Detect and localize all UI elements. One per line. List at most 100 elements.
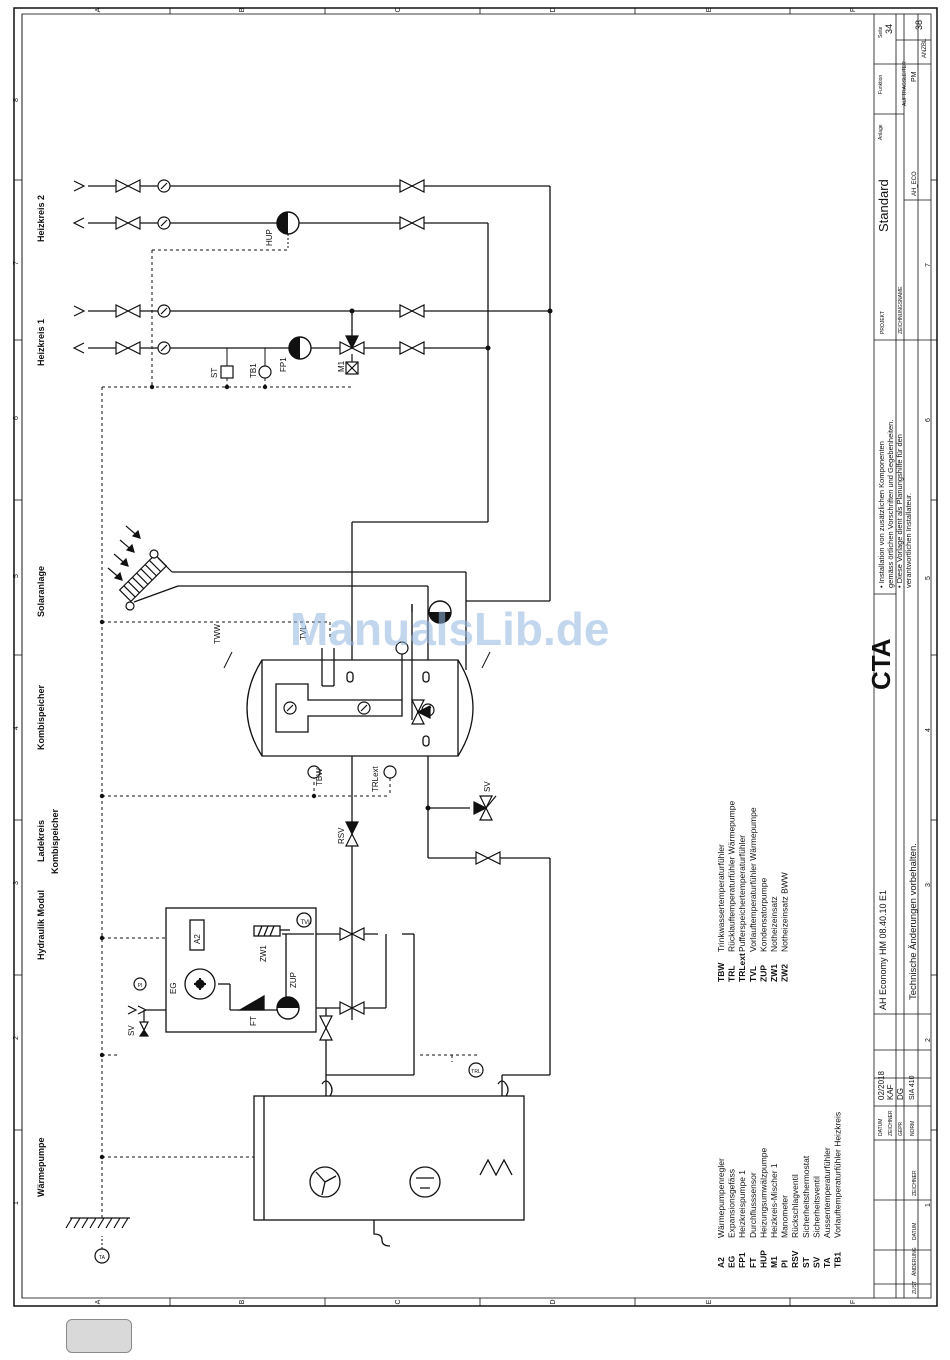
grid-number-2-left: 2: [13, 1036, 20, 1040]
gepr-label: GEPR: [898, 1121, 904, 1136]
cta-logo: CTA: [866, 638, 896, 690]
anzbl-label: ANZBL: [922, 38, 928, 58]
legend-code: EG: [727, 1255, 737, 1268]
legend-code: RSV: [790, 1250, 800, 1268]
legend-code: ZW1: [769, 964, 779, 982]
norm-label: NORM: [910, 1121, 916, 1136]
rsv-check-valve-icon: [345, 821, 359, 847]
grid-number-3-right: 3: [925, 883, 932, 887]
legend-text: Rückschlagventil: [790, 1174, 800, 1238]
note-line-3: • Diese Vorlage dient als Planungshilfe …: [895, 434, 904, 588]
trl-sensor-icon: [468, 1062, 484, 1078]
fp1-label: FP1: [279, 357, 288, 372]
anlage-label: Anlage: [878, 124, 884, 140]
legend-code: TVL: [748, 966, 758, 982]
section-ladekreis-line2: Kombispeicher: [50, 808, 60, 874]
grid-letter-d-bottom: D: [550, 1299, 557, 1304]
section-hydraulik-modul: Hydraulik Modul: [36, 890, 46, 960]
grid-letter-b-bottom: B: [239, 1299, 246, 1304]
tank-diverter-valve-icon: [411, 699, 431, 725]
grid-number-5-left: 5: [13, 574, 20, 578]
grid-letter-b-top: B: [239, 7, 246, 12]
legend-code: M1: [769, 1256, 779, 1268]
legend-code: ZUP: [758, 965, 768, 982]
grid-letter-e-top: E: [706, 7, 713, 12]
page-nav-button[interactable]: [66, 1319, 132, 1353]
datum-label: DATUM: [878, 1119, 884, 1136]
waermepumpe-unit: [253, 1080, 525, 1247]
note-line-4: verantwortlichen Installateur.: [904, 493, 913, 588]
section-ladekreis-line1: Ladekreis: [36, 820, 46, 862]
sv-storage-label: SV: [483, 781, 492, 792]
trl-label: TRL: [471, 1069, 481, 1075]
trlext-label: TRLext: [371, 765, 380, 792]
section-waermepumpe: Wärmepumpe: [36, 1137, 46, 1197]
heizkreis-gauges: [157, 179, 171, 355]
sv-storage-safety-valve-icon: [473, 795, 497, 821]
legend-text: Vorlauftemperaturfühler Heizkreis: [833, 1112, 843, 1238]
grid-letter-a-top: A: [95, 7, 102, 12]
pi-label: PI: [138, 983, 143, 989]
gepr-value: DG: [896, 1088, 905, 1100]
grid-number-4-left: 4: [13, 726, 20, 730]
grid-letter-c-bottom: C: [395, 1299, 402, 1304]
zw1-label: ZW1: [259, 945, 268, 962]
legend-text: Heizungsumwälzpumpe: [758, 1147, 768, 1238]
grid-number-3-left: 3: [13, 881, 20, 885]
legend-code: FT: [748, 1257, 758, 1268]
aenderung-label: ÄNDERUNG: [911, 1247, 918, 1276]
legend-code: SV: [811, 1256, 821, 1268]
legend-code: PI: [780, 1260, 790, 1268]
grid-number-6-left: 6: [13, 416, 20, 420]
tww-label: TWW: [213, 624, 222, 644]
datum2-label: DATUM: [912, 1223, 918, 1240]
tvl-label: TVL: [299, 625, 308, 640]
grid-number-5-right: 5: [925, 576, 932, 580]
st-label: ST: [210, 368, 219, 378]
funktion-label: Funktion: [878, 75, 884, 94]
datum-value: 02/2018: [877, 1071, 886, 1100]
legend-code: FP1: [737, 1252, 747, 1268]
grid-number-1-left: 1: [13, 1201, 20, 1205]
hup-pump-icon: [276, 211, 300, 235]
legend-text: Durchflusssensor: [748, 1172, 758, 1238]
legend-code: A2: [716, 1257, 726, 1268]
zeichner-value: KAF: [886, 1084, 895, 1100]
legend-text: Heizkreispumpe 1: [737, 1170, 747, 1238]
grid-ticks: [14, 8, 937, 1306]
tww-marker: [223, 651, 491, 669]
ft-label: FT: [249, 1016, 258, 1026]
legend-right: TBWTrinkwassertemperaturfühlerTRLRücklau…: [716, 801, 790, 982]
legend-text: Heizkreis-Mischer 1: [769, 1163, 779, 1238]
projekt-label: PROJEKT: [880, 311, 886, 334]
a2-label: A2: [193, 934, 202, 944]
grid-letter-f-bottom: F: [850, 1300, 857, 1304]
legend-text: Pufferspeichertemperaturfühler: [737, 835, 747, 952]
section-solaranlage: Solaranlage: [36, 566, 46, 617]
zust-label: ZUST: [912, 1281, 918, 1294]
zeichner-label: ZEICHNER: [888, 1110, 894, 1136]
section-kombispeicher: Kombispeicher: [36, 684, 46, 750]
legend-code: TBW: [716, 962, 726, 982]
solar-collector-icon: [107, 525, 179, 611]
pm-text: PM: [911, 71, 918, 82]
legend-text: Expansionsgefäss: [727, 1169, 737, 1238]
zup-pump-icon: [276, 996, 300, 1020]
ah-eco-text: AH_ECO: [912, 171, 918, 196]
zeichner2-label: ZEICHNER: [912, 1170, 918, 1196]
grid-letter-a-bottom: A: [95, 1299, 102, 1304]
module-pi-gauge-icon: [133, 977, 147, 991]
grid-letter-e-bottom: E: [706, 1299, 713, 1304]
grid-number-4-right: 4: [925, 728, 932, 732]
legend-text: Notheizeinsatz: [769, 896, 779, 952]
grid-number-7-right: 7: [925, 263, 932, 267]
legend-code: TB1: [833, 1252, 843, 1268]
zeichnungsname-label: ZEICHNUNGSNAME: [898, 286, 904, 334]
legend-text: Wärmepumpenregler: [716, 1158, 726, 1238]
sheet-frame: [13, 7, 938, 1307]
legend-code: ST: [801, 1256, 811, 1268]
wiring-junctions: [99, 308, 553, 1160]
section-heizkreis-2: Heizkreis 2: [36, 195, 46, 242]
